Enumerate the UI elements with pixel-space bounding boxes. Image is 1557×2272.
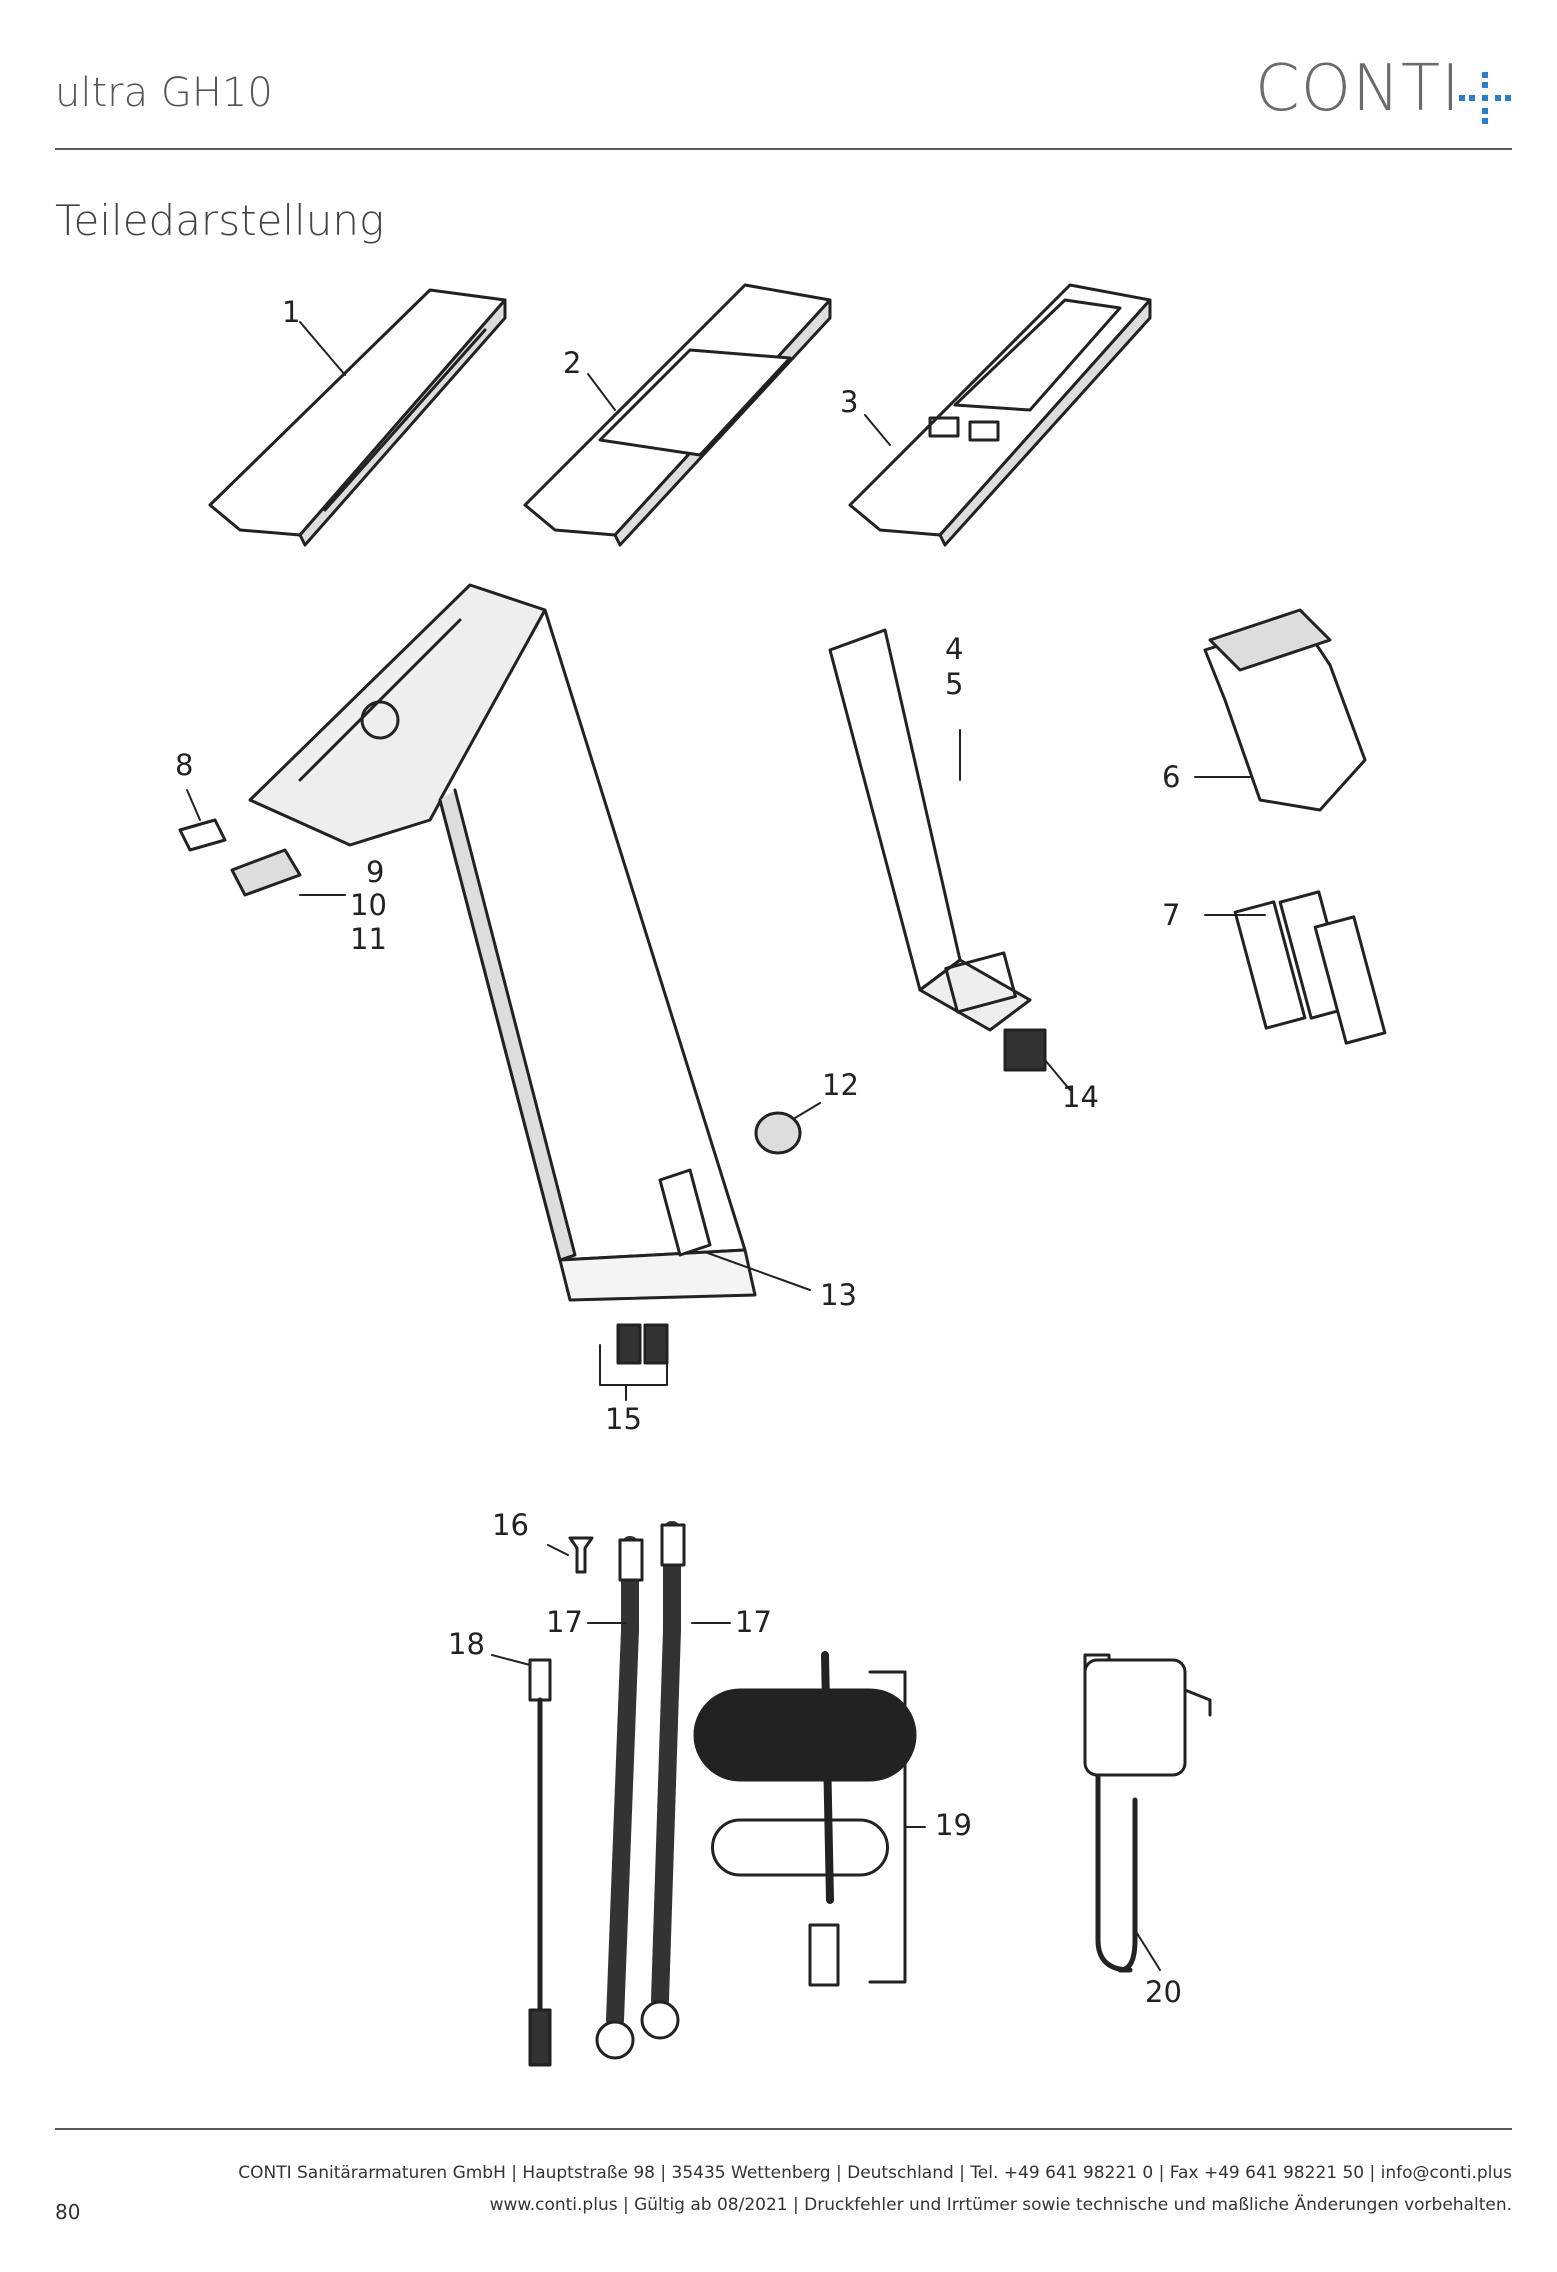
part-9-11-sensor-window <box>230 848 302 897</box>
callout-1: 1 <box>282 295 301 329</box>
callout-6: 6 <box>1162 760 1181 794</box>
part-19-mounting-set <box>693 1651 917 1987</box>
header-rule <box>55 148 1512 150</box>
part-15-connectors <box>616 1323 669 1365</box>
section-title: Teiledarstellung <box>55 196 385 245</box>
callout-9: 9 <box>366 855 385 889</box>
footer-rule <box>55 2128 1512 2130</box>
callout-12: 12 <box>822 1068 859 1102</box>
callout-7: 7 <box>1162 898 1181 932</box>
part-6-battery-box <box>1203 608 1367 812</box>
part-13-holder <box>658 1168 712 1257</box>
part-20-power-adapter <box>1083 1653 1212 1973</box>
callout-3: 3 <box>840 385 859 419</box>
callout-18: 18 <box>448 1627 485 1661</box>
callout-10: 10 <box>350 888 387 922</box>
callout-14: 14 <box>1062 1080 1099 1114</box>
part-14-filter <box>1003 1028 1047 1072</box>
callout-16: 16 <box>492 1508 529 1542</box>
callout-17b: 17 <box>735 1605 772 1639</box>
part-3-cover <box>848 283 1152 547</box>
part-17-hoses <box>595 1521 686 2060</box>
part-2-cover <box>523 283 832 547</box>
part-4-5-cartridge <box>828 628 1032 1032</box>
brand-cross-icon <box>1459 72 1511 124</box>
callout-4: 4 <box>945 632 964 666</box>
callout-20: 20 <box>1145 1975 1182 2009</box>
brand-logo: CONTI <box>1255 52 1461 126</box>
faucet-body <box>248 583 757 1302</box>
callout-13: 13 <box>820 1278 857 1312</box>
callout-11: 11 <box>350 922 387 956</box>
part-8-clip <box>178 818 227 852</box>
part-16-screw <box>568 1536 594 1574</box>
leader-lines <box>186 321 1266 1971</box>
callout-5: 5 <box>945 667 964 701</box>
part-1-cover <box>208 288 507 547</box>
callout-8: 8 <box>175 748 194 782</box>
document-title: ultra GH10 <box>55 70 273 116</box>
callout-19: 19 <box>935 1808 972 1842</box>
callout-15: 15 <box>605 1402 642 1436</box>
footer-validity-note: www.conti.plus | Gültig ab 08/2021 | Dru… <box>489 2195 1512 2215</box>
callout-2: 2 <box>563 346 582 380</box>
page-number: 80 <box>55 2200 81 2224</box>
footer-company-info: CONTI Sanitärarmaturen GmbH | Hauptstraß… <box>238 2163 1512 2183</box>
callout-17a: 17 <box>546 1605 583 1639</box>
part-18-cable <box>528 1658 552 2067</box>
part-7-batteries <box>1233 890 1387 1045</box>
part-12-cap <box>754 1111 802 1155</box>
